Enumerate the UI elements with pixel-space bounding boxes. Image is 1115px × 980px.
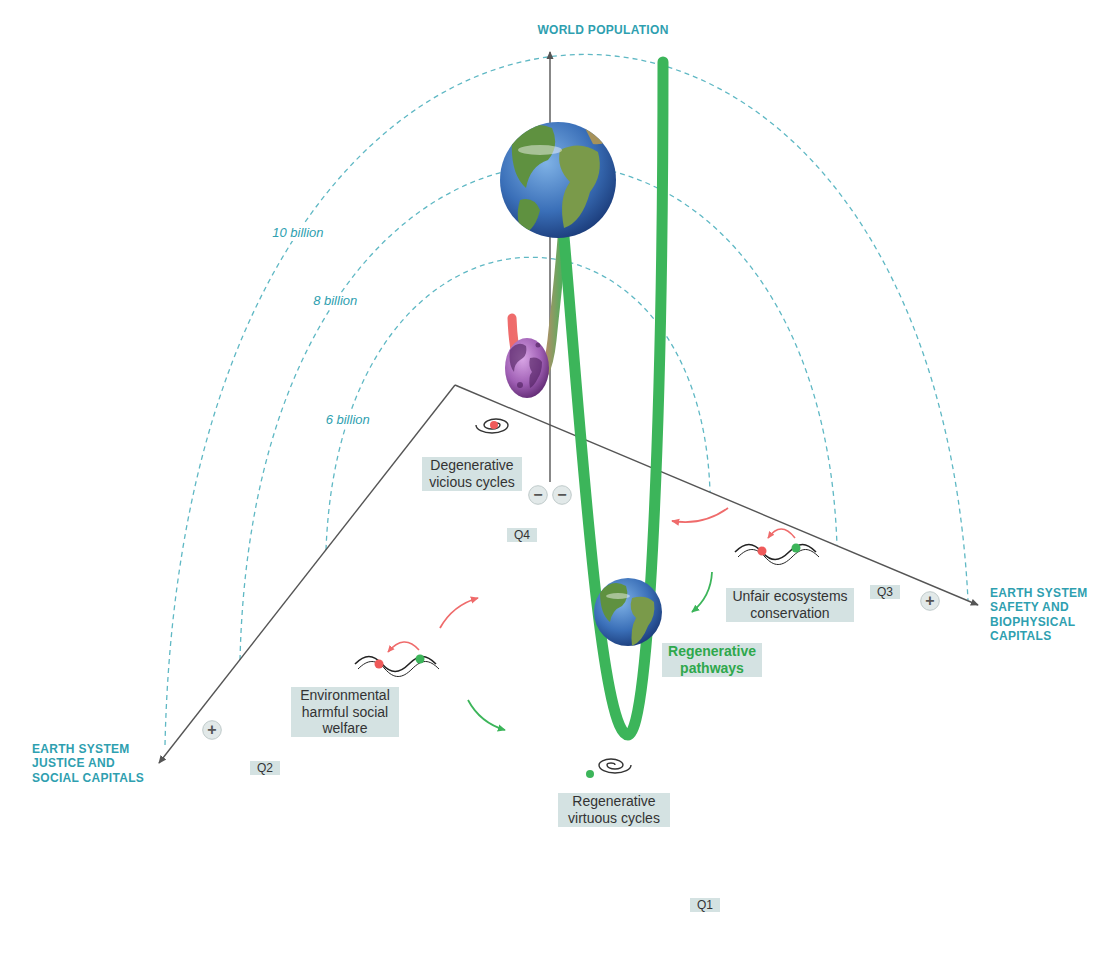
circle-outline bbox=[553, 486, 572, 505]
sign: + bbox=[202, 722, 222, 738]
circle-outline bbox=[203, 721, 222, 740]
quadrant-number: Q3 bbox=[870, 585, 900, 599]
sign-circle: − bbox=[528, 485, 548, 505]
quadrant-title: Environmental harmful social welfare bbox=[291, 687, 399, 737]
sign-circle: + bbox=[920, 591, 940, 611]
population-label: 8 billion bbox=[310, 293, 360, 309]
tile-outline bbox=[613, 496, 965, 787]
transition-arrow bbox=[468, 700, 505, 730]
axis-title: EARTH SYSTEM SAFETY AND BIOPHYSICAL CAPI… bbox=[990, 586, 1112, 644]
vertical-axis bbox=[549, 52, 550, 482]
quadrant-title: Regenerative virtuous cycles bbox=[558, 793, 670, 827]
wave-icon bbox=[355, 642, 439, 677]
sign-circle: − bbox=[552, 485, 572, 505]
sign: − bbox=[528, 487, 548, 503]
quadrant-number: Q1 bbox=[690, 898, 720, 912]
wave-icon bbox=[735, 529, 819, 565]
transition-arrow bbox=[692, 572, 712, 612]
transition-arrow bbox=[440, 598, 478, 628]
circle-outline bbox=[529, 486, 548, 505]
quadrant-title: Unfair ecosystems conservation bbox=[726, 588, 854, 622]
quadrant-tile: Degenerative vicious cyclesQ4 bbox=[316, 385, 703, 672]
spiral-icon bbox=[586, 759, 631, 778]
axis-title: EARTH SYSTEM JUSTICE AND SOCIAL CAPITALS bbox=[32, 742, 160, 785]
sign-circle: + bbox=[202, 720, 222, 740]
transition-arrow bbox=[672, 508, 728, 522]
quadrant-title: Degenerative vicious cycles bbox=[422, 457, 522, 491]
quadrant-tile-shape bbox=[501, 690, 888, 980]
right-axis bbox=[455, 385, 978, 605]
pathway-label: Regenerative pathways bbox=[662, 643, 762, 677]
quadrant-number: Q2 bbox=[250, 761, 280, 775]
population-arcs bbox=[165, 54, 968, 745]
quadrant-number: Q4 bbox=[507, 528, 537, 542]
spiral-icon bbox=[476, 419, 508, 433]
axes bbox=[159, 52, 978, 763]
axis-title: WORLD POPULATION bbox=[537, 23, 668, 37]
population-label: 10 billion bbox=[269, 225, 326, 241]
arc-8 bbox=[240, 165, 837, 660]
quadrant-tile: Regenerative virtuous cyclesQ1 bbox=[501, 690, 888, 980]
quadrant-tile: Environmental harmful social welfareQ2 bbox=[168, 574, 589, 865]
quadrant-tile: Unfair ecosystems conservation Q3 bbox=[613, 496, 965, 787]
tile-outline bbox=[316, 385, 703, 672]
earth-globe bbox=[500, 122, 616, 238]
quadrant-tile-shape bbox=[613, 496, 965, 787]
population-label: 6 billion bbox=[323, 412, 373, 428]
left-axis bbox=[159, 385, 455, 763]
tile-outline bbox=[501, 690, 888, 980]
circle-outline bbox=[921, 592, 940, 611]
arc-10 bbox=[165, 54, 968, 745]
tile-outline bbox=[168, 574, 589, 865]
degraded-globe bbox=[505, 338, 549, 398]
sign: + bbox=[920, 593, 940, 609]
earth-globe bbox=[594, 578, 662, 646]
sign: − bbox=[552, 487, 572, 503]
